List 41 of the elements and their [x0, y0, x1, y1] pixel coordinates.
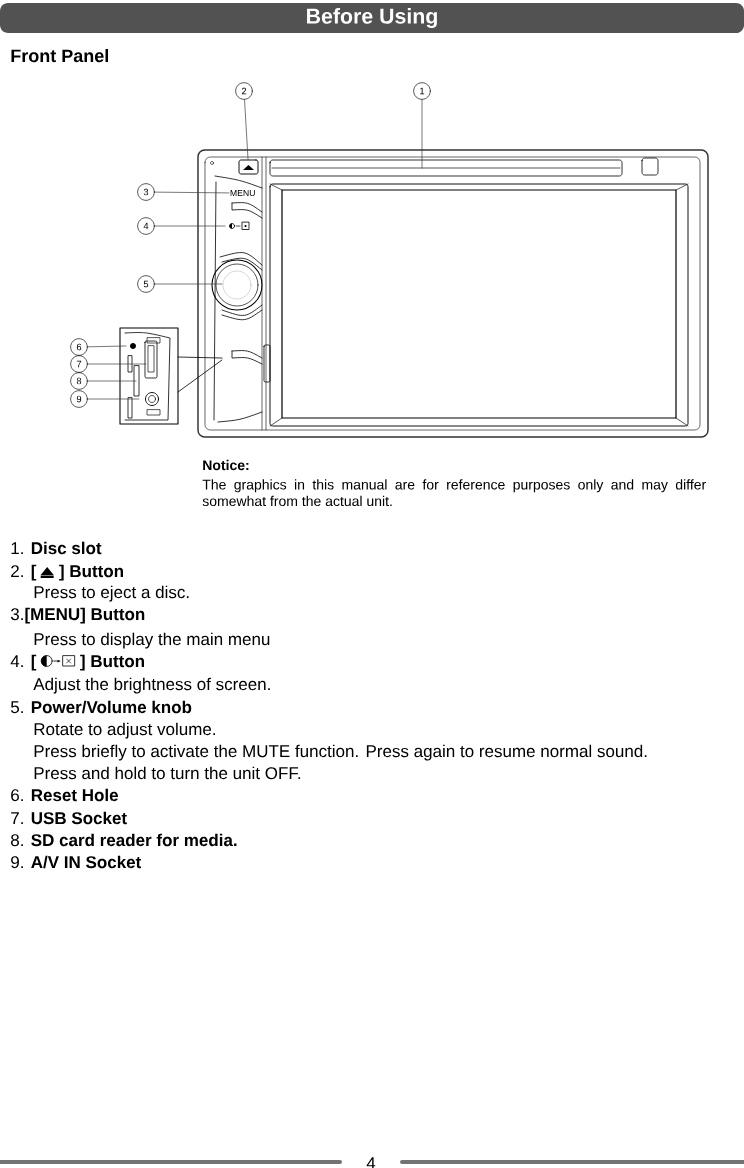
item-title: 9. A/V IN Socket: [11, 855, 142, 869]
leader-line: [154, 191, 230, 194]
leader-line: [154, 225, 226, 227]
callout-number: 4: [137, 217, 155, 235]
leader-line: [244, 99, 249, 160]
section-heading: Front Panel: [11, 48, 108, 63]
leader-line: [87, 363, 147, 365]
callout-number: 2: [235, 82, 253, 100]
callout-number: 7: [70, 355, 88, 373]
button-label: MENU: [230, 190, 255, 197]
callout-number: 6: [70, 338, 88, 356]
callout-number: 3: [137, 183, 155, 201]
leader-line: [421, 99, 423, 169]
item-title: ] Button: [59, 564, 123, 581]
item-description: Press and hold to turn the unit OFF.: [34, 766, 301, 780]
header-bar: Before Using: [0, 3, 744, 33]
callout-number: 5: [137, 275, 155, 293]
callout-number: 8: [70, 372, 88, 390]
notice-text: The graphics in this manual are for reference purposes only and may differ somewhat from the actual unit.: [202, 479, 706, 507]
item-title: 2. [: [11, 564, 37, 581]
item-description: Rotate to adjust volume.: [34, 722, 215, 739]
item-title: 3.[MENU] Button: [10, 607, 145, 624]
item-description: Press briefly to activate the MUTE function. Press again to resume normal sound.: [34, 744, 647, 761]
callout-number: 1: [413, 82, 431, 100]
leader-line: [87, 398, 140, 400]
item-title: 7. USB Socket: [11, 811, 127, 825]
item-title: 6. Reset Hole: [11, 788, 118, 802]
item-description: Press to display the main menu: [34, 632, 270, 649]
item-title: 5. Power/Volume knob: [10, 700, 192, 714]
notice-heading: Notice:: [203, 459, 249, 471]
item-title: 1. Disc slot: [11, 541, 102, 555]
eject-button: [238, 159, 259, 175]
leader-line: [154, 283, 223, 285]
leader-line: [87, 380, 137, 382]
item-title: ] Button: [80, 654, 144, 671]
callout-number: 9: [70, 390, 88, 408]
item-title: 8. SD card reader for media.: [11, 833, 237, 847]
item-title: 4. [: [10, 654, 37, 671]
leader-line: [87, 345, 127, 348]
item-description: Press to eject a disc.: [34, 585, 189, 602]
item-description: Adjust the brightness of screen.: [33, 677, 270, 694]
